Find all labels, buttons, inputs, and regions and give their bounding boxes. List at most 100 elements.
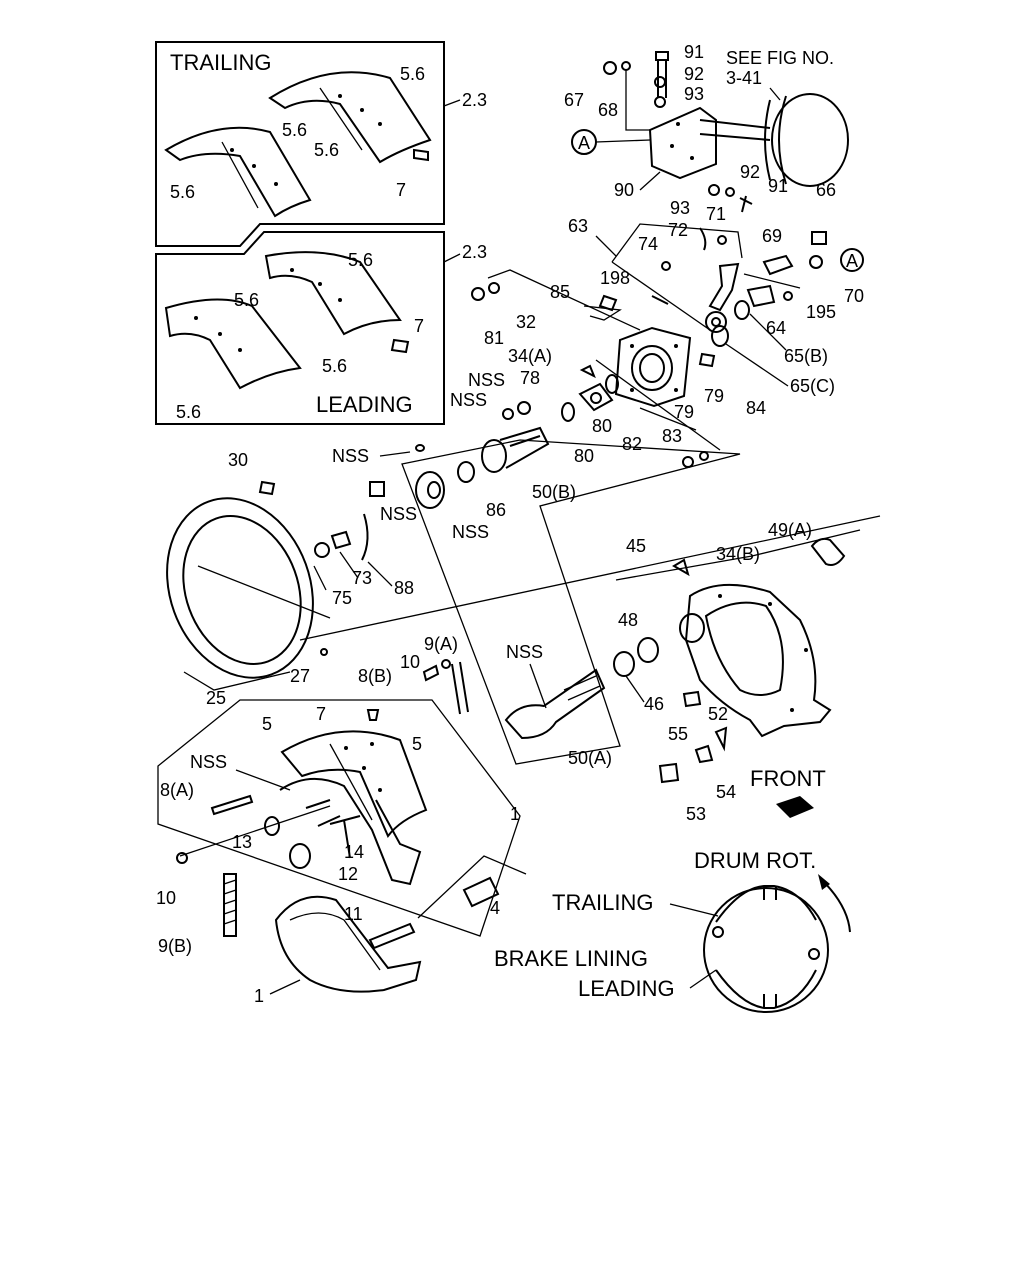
- callout-85: 85: [550, 282, 570, 302]
- callout-54: 54: [716, 782, 736, 802]
- callout-195: 195: [806, 302, 836, 322]
- callout-34b: 34(B): [716, 544, 760, 564]
- callout-92: 92: [684, 64, 704, 84]
- brake-chamber-group: SEE FIG NO. 3-41 A 91 92 93 67 68 90: [564, 42, 849, 224]
- callout-8b: 8(B): [358, 666, 392, 686]
- callout-45: 45: [626, 536, 646, 556]
- callout-nss: NSS: [506, 642, 543, 662]
- callout-64: 64: [766, 318, 786, 338]
- callout-1: 1: [510, 804, 520, 824]
- spider-housing-group: 49(A) 45 34(B) 48 46 52 55 54 53 FRONT: [613, 520, 861, 824]
- callout-88: 88: [394, 578, 414, 598]
- callout-nss: NSS: [190, 752, 227, 772]
- callout-50b: 50(B): [532, 482, 576, 502]
- callout-5-6: 5.6: [314, 140, 339, 160]
- callout-86: 86: [486, 500, 506, 520]
- callout-67: 67: [564, 90, 584, 110]
- callout-5-6: 5.6: [234, 290, 259, 310]
- legend-trailing: TRAILING: [552, 890, 653, 915]
- callout-72: 72: [668, 220, 688, 240]
- callout-80: 80: [592, 416, 612, 436]
- callout-nss: NSS: [332, 446, 369, 466]
- rotation-arrow-icon: [821, 879, 851, 933]
- callout-7: 7: [316, 704, 326, 724]
- callout-nss: NSS: [452, 522, 489, 542]
- callout-7: 7: [396, 180, 406, 200]
- callout-93: 93: [684, 84, 704, 104]
- callout-9a: 9(A): [424, 634, 458, 654]
- callout-79: 79: [674, 402, 694, 422]
- callout-74: 74: [638, 234, 658, 254]
- legend-brake-lining: BRAKE LINING: [494, 946, 648, 971]
- trailing-box-title: TRAILING: [170, 50, 271, 75]
- callout-50a: 50(A): [568, 748, 612, 768]
- leading-shoe-box: LEADING 5.6 5.6 5.6 5.6 7 2.3: [155, 231, 487, 425]
- callout-2-3: 2.3: [462, 242, 487, 262]
- callout-30: 30: [228, 450, 248, 470]
- callout-65c: 65(C): [790, 376, 835, 396]
- front-label: FRONT: [750, 766, 826, 791]
- callout-9b: 9(B): [158, 936, 192, 956]
- callout-7: 7: [414, 316, 424, 336]
- callout-nss: NSS: [450, 390, 487, 410]
- callout-82: 82: [622, 434, 642, 454]
- dust-shield-group: 30 75 73 88 27 25: [166, 450, 881, 708]
- callout-53: 53: [686, 804, 706, 824]
- callout-93: 93: [670, 198, 690, 218]
- callout-63: 63: [568, 216, 588, 236]
- callout-71: 71: [706, 204, 726, 224]
- shoe-assembly-group: 9(A) 10 8(B) 7 5 5 NSS 8(A) 1 13 14 12 1…: [156, 634, 527, 1006]
- callout-198: 198: [600, 268, 630, 288]
- drum-rot-label: DRUM ROT.: [694, 848, 816, 873]
- callout-81: 81: [484, 328, 504, 348]
- callout-1: 1: [254, 986, 264, 1006]
- callout-nss: NSS: [468, 370, 505, 390]
- see-fig-label: SEE FIG NO.: [726, 48, 834, 68]
- callout-49a: 49(A): [768, 520, 812, 540]
- callout-8a: 8(A): [160, 780, 194, 800]
- camshaft-bracket-group: 85 81 32 84 79 79 34(A) 78 NSS NSS 80 80…: [450, 269, 766, 468]
- see-fig-number: 3-41: [726, 68, 762, 88]
- leading-box-title: LEADING: [316, 392, 413, 417]
- callout-84: 84: [746, 398, 766, 418]
- callout-10: 10: [400, 652, 420, 672]
- callout-12: 12: [338, 864, 358, 884]
- callout-27: 27: [290, 666, 310, 686]
- callout-75: 75: [332, 588, 352, 608]
- callout-25: 25: [206, 688, 226, 708]
- drum-rotation-legend: DRUM ROT. TRAILING BRAKE LINING LEADING: [494, 848, 851, 1013]
- front-arrow-icon: [776, 796, 814, 818]
- trailing-shoe-box: TRAILING 5.6 5.6 5.6 5.6 7 2.3: [155, 41, 487, 247]
- callout-91: 91: [684, 42, 704, 62]
- callout-34a: 34(A): [508, 346, 552, 366]
- legend-leading: LEADING: [578, 976, 675, 1001]
- callout-48: 48: [618, 610, 638, 630]
- callout-5-6: 5.6: [400, 64, 425, 84]
- callout-55: 55: [668, 724, 688, 744]
- callout-5-6: 5.6: [322, 356, 347, 376]
- callout-32: 32: [516, 312, 536, 332]
- callout-66: 66: [816, 180, 836, 200]
- callout-5-6: 5.6: [170, 182, 195, 202]
- callout-79: 79: [704, 386, 724, 406]
- callout-70: 70: [844, 286, 864, 306]
- slack-adjuster-group: 63 74 72 69 66 A 70 198 195 64 65(B) 65(…: [568, 180, 864, 396]
- callout-78: 78: [520, 368, 540, 388]
- callout-52: 52: [708, 704, 728, 724]
- callout-4: 4: [490, 898, 500, 918]
- callout-5: 5: [412, 734, 422, 754]
- callout-14: 14: [344, 842, 364, 862]
- callout-73: 73: [352, 568, 372, 588]
- callout-2-3: 2.3: [462, 90, 487, 110]
- callout-90: 90: [614, 180, 634, 200]
- callout-65b: 65(B): [784, 346, 828, 366]
- callout-46: 46: [644, 694, 664, 714]
- circle-a-marker: A: [578, 133, 590, 153]
- callout-83: 83: [662, 426, 682, 446]
- callout-10: 10: [156, 888, 176, 908]
- callout-5-6: 5.6: [282, 120, 307, 140]
- callout-nss: NSS: [380, 504, 417, 524]
- callout-80: 80: [574, 446, 594, 466]
- callout-5-6: 5.6: [348, 250, 373, 270]
